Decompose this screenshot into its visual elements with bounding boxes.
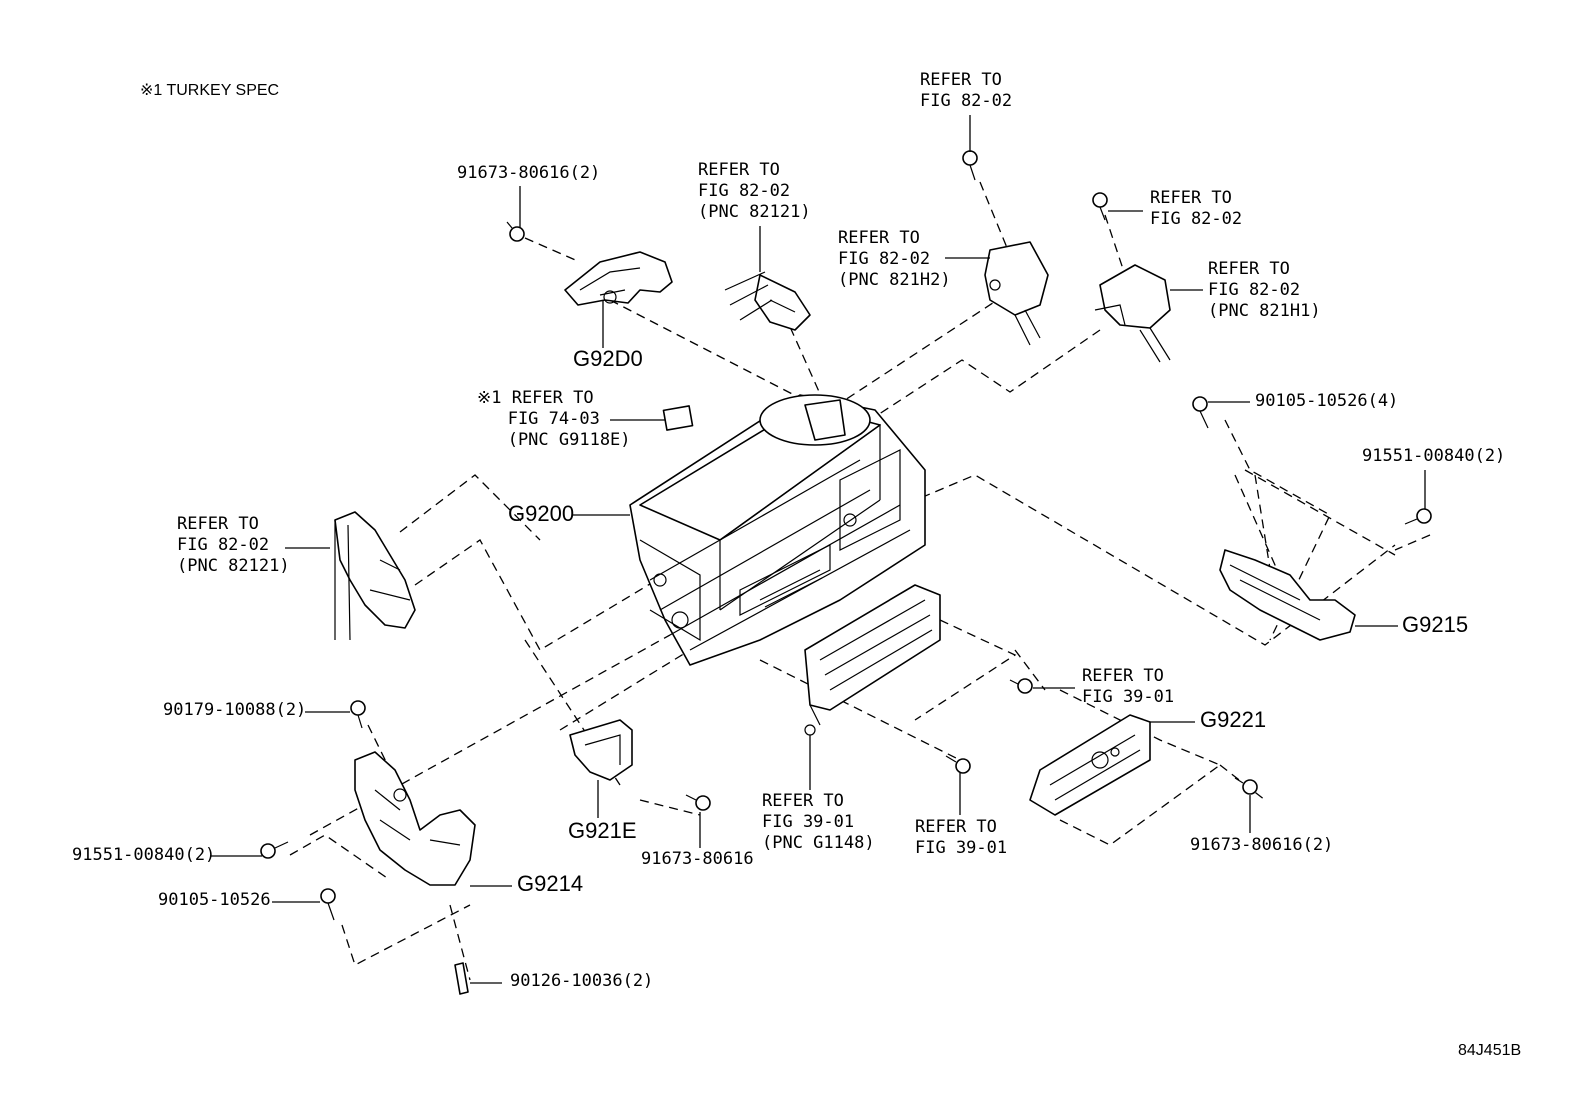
- connector-821h2: [984, 241, 1049, 346]
- cover-g9215: [1219, 549, 1356, 641]
- part-number-90179-10088-2: 90179-10088(2): [163, 700, 307, 720]
- refer-fig-39-01-pnc-g1148: REFER TO FIG 39-01 (PNC G1148): [762, 791, 875, 853]
- bolt-82-02-right: [1092, 192, 1108, 221]
- board-g1148: [804, 584, 941, 736]
- bolt-91673-single: [685, 794, 711, 811]
- cable-harness-82121-left: [334, 511, 416, 641]
- cover-g9221: [1029, 714, 1151, 816]
- pnc-g9214: G9214: [517, 871, 584, 896]
- cable-connector-82121-top: [724, 271, 811, 331]
- part-number-91673-80616: 91673-80616: [641, 849, 754, 869]
- part-number-90105-10526: 90105-10526: [158, 890, 271, 910]
- inverter-assembly: [629, 394, 926, 666]
- bolt-39-01-right: [1009, 678, 1033, 694]
- bracket-g921e: [569, 719, 633, 781]
- bolts: [260, 150, 1432, 995]
- bolt-82-02-top: [962, 150, 978, 181]
- bracket-g92d0: [564, 251, 673, 306]
- bolt-91551-right: [1404, 508, 1432, 525]
- refer-fig-74-03-pnc-g9118e: ※1 REFER TO FIG 74-03 (PNC G9118E): [477, 388, 631, 450]
- part-number-90105-10526-4: 90105-10526(4): [1255, 391, 1399, 411]
- refer-fig-82-02-pnc-821h1: REFER TO FIG 82-02 (PNC 821H1): [1208, 259, 1321, 321]
- bolt-90105: [320, 888, 336, 921]
- bolt-91673-bottom: [1234, 777, 1258, 795]
- refer-fig-82-02-pnc-82121-left: REFER TO FIG 82-02 (PNC 82121): [177, 514, 290, 576]
- bolt-39-01-bottom: [945, 755, 971, 774]
- label-plate-g9118e: [662, 405, 694, 431]
- refer-fig-82-02-pnc-82121-top: REFER TO FIG 82-02 (PNC 82121): [698, 160, 811, 222]
- part-number-91673-80616-2-bottom: 91673-80616(2): [1190, 835, 1334, 855]
- turkey-spec-note: ※1 TURKEY SPEC: [140, 82, 280, 99]
- part-number-91551-00840-2-left: 91551-00840(2): [72, 845, 216, 865]
- pnc-g9200: G9200: [508, 501, 575, 526]
- assembly-dashed-lines: [289, 181, 1431, 981]
- leader-lines: [210, 115, 1426, 984]
- refer-fig-82-02-pnc-821h2: REFER TO FIG 82-02 (PNC 821H2): [838, 228, 951, 290]
- pnc-g9221: G9221: [1200, 707, 1267, 732]
- part-number-91673-80616-2-top: 91673-80616(2): [457, 163, 601, 183]
- bolt-91673-top: [506, 221, 525, 242]
- connector-821h1: [1094, 264, 1171, 363]
- refer-fig-39-01-right: REFER TO FIG 39-01: [1082, 666, 1175, 707]
- pnc-g92d0: G92D0: [573, 346, 643, 371]
- refer-fig-82-02-right: REFER TO FIG 82-02: [1150, 188, 1243, 229]
- refer-fig-39-01-bottom: REFER TO FIG 39-01: [915, 817, 1008, 858]
- bolt-91551-left: [260, 841, 289, 859]
- bolt-90126: [454, 962, 469, 995]
- pnc-g921e: G921E: [568, 818, 637, 843]
- part-number-91551-00840-2-right: 91551-00840(2): [1362, 446, 1506, 466]
- bolt-90105-4: [1192, 396, 1209, 429]
- refer-fig-82-02-top: REFER TO FIG 82-02: [920, 70, 1013, 111]
- cover-g9214: [354, 751, 476, 886]
- pnc-g9215: G9215: [1402, 612, 1469, 637]
- bolt-90179: [350, 700, 366, 729]
- drawing-id: 84J451B: [1458, 1042, 1522, 1059]
- part-number-90126-10036-2: 90126-10036(2): [510, 971, 654, 991]
